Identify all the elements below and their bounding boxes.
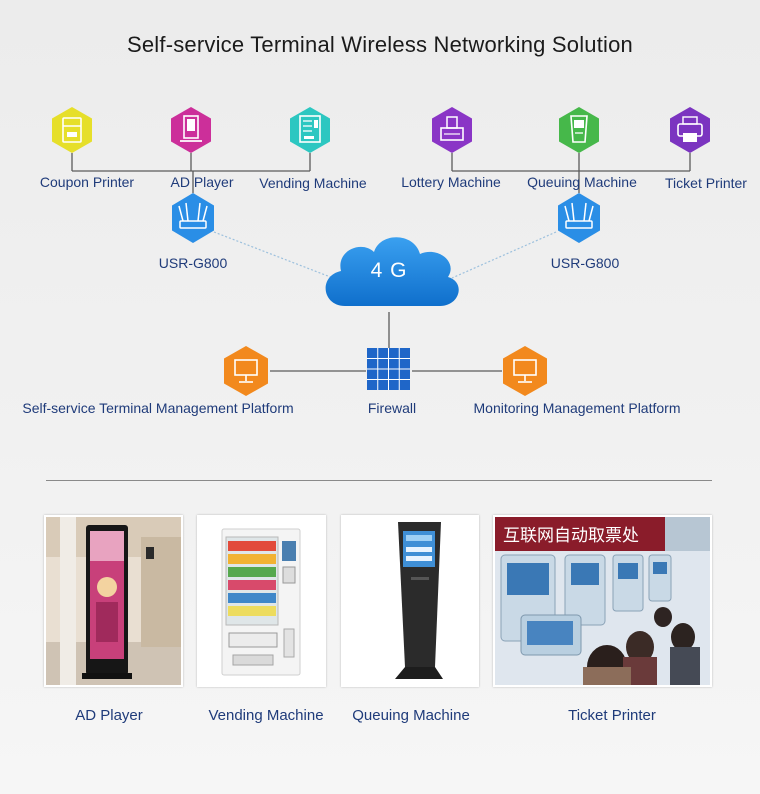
photo-vending-machine bbox=[197, 515, 326, 687]
photo-caption-ad-player: AD Player bbox=[75, 707, 143, 724]
router-icon bbox=[558, 193, 600, 243]
device-label-vending-machine: Vending Machine bbox=[259, 175, 367, 191]
photo-caption-vending-machine: Vending Machine bbox=[208, 707, 324, 724]
photo-queuing-machine bbox=[341, 515, 479, 687]
monitor-icon bbox=[224, 346, 268, 396]
cloud-icon bbox=[325, 237, 459, 306]
connection-lines bbox=[71, 153, 691, 372]
photo-caption-ticket-printer: Ticket Printer bbox=[568, 707, 656, 724]
platform-label-monitoring: Monitoring Management Platform bbox=[473, 400, 681, 416]
photo-sign-text: 互联网自动取票处 bbox=[503, 526, 639, 546]
ticket-printer-icon bbox=[670, 107, 710, 153]
vending-machine-icon bbox=[290, 107, 330, 153]
firewall-icon bbox=[367, 348, 410, 390]
ad-player-icon bbox=[171, 107, 211, 153]
section-divider bbox=[46, 480, 712, 481]
platform-label-self-service: Self-service Terminal Management Platfor… bbox=[22, 400, 294, 416]
wireless-links bbox=[213, 231, 557, 279]
coupon-printer-icon bbox=[52, 107, 92, 153]
device-label-queuing-machine: Queuing Machine bbox=[527, 174, 637, 190]
device-label-ad-player: AD Player bbox=[170, 174, 234, 190]
router-label-right: USR-G800 bbox=[550, 255, 620, 271]
cloud-label: 4 G bbox=[370, 259, 408, 282]
network-diagram bbox=[52, 107, 710, 396]
lottery-machine-icon bbox=[432, 107, 472, 153]
device-label-lottery-machine: Lottery Machine bbox=[401, 174, 501, 190]
firewall-label: Firewall bbox=[367, 400, 417, 416]
router-icon bbox=[172, 193, 214, 243]
page-title: Self-service Terminal Wireless Networkin… bbox=[127, 32, 633, 57]
photo-ticket-printer: 互联网自动取票处 bbox=[493, 515, 712, 687]
router-label-left: USR-G800 bbox=[158, 255, 228, 271]
device-label-coupon-printer: Coupon Printer bbox=[39, 174, 135, 190]
queuing-machine-icon bbox=[559, 107, 599, 153]
monitor-icon bbox=[503, 346, 547, 396]
device-label-ticket-printer: Ticket Printer bbox=[665, 175, 747, 191]
photo-ad-player bbox=[44, 515, 183, 687]
photo-caption-queuing-machine: Queuing Machine bbox=[352, 707, 470, 724]
